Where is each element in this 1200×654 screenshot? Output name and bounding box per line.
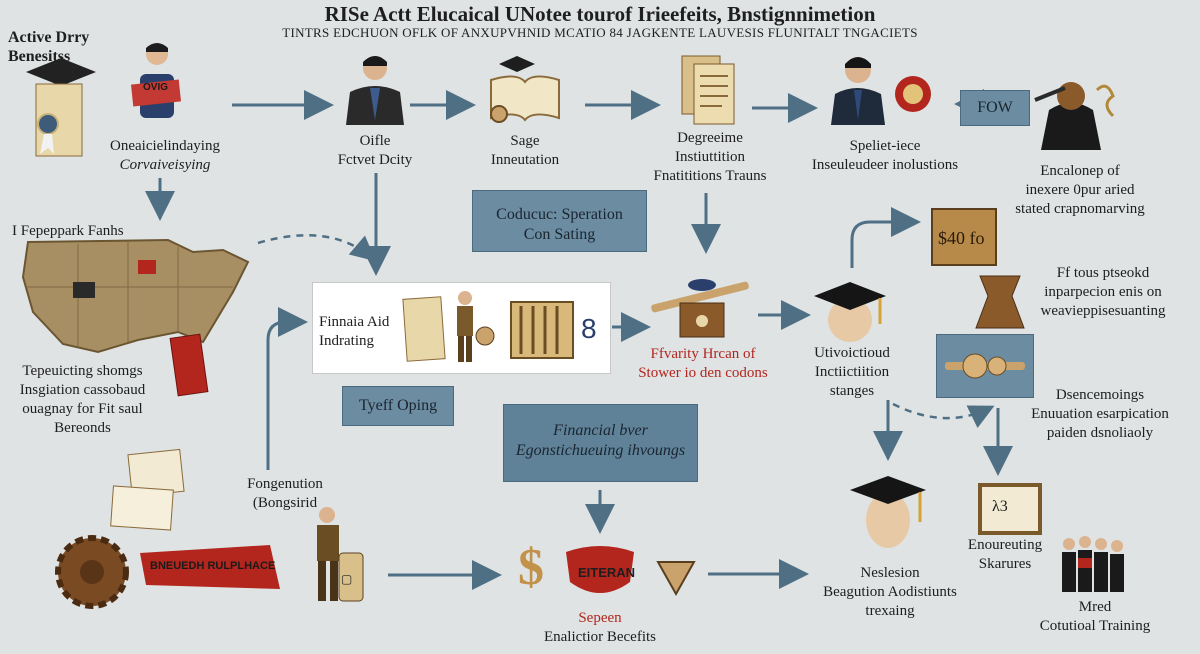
sign-text: OVIG xyxy=(143,82,169,93)
node-16-label: Mred Cotutioal Training xyxy=(1039,599,1151,634)
panel-illustration-icon xyxy=(402,291,574,362)
board-icon xyxy=(978,483,1042,535)
fow-box: FOW xyxy=(960,90,1030,126)
node-14-label: Neslesion Beagution Aodistiunts trexaing xyxy=(823,565,957,619)
node-3-label: Sage Inneutation xyxy=(490,133,560,168)
man-with-sign-icon xyxy=(130,43,182,118)
node-10-label: Ff tous ptseokd inparpecion enis on weav… xyxy=(1040,265,1166,319)
node-12-label: Fongenution (Bongsirid xyxy=(247,476,323,511)
diploma-icon xyxy=(26,58,96,157)
map-label: I Fepeppark Fanhs xyxy=(12,223,124,239)
box-operation: Coducuc: Speration Con Sating xyxy=(472,190,647,252)
dashed-arrow-1 xyxy=(257,234,376,262)
price-tag-icon xyxy=(931,208,997,266)
usa-map-icon xyxy=(21,238,250,354)
businessman-icon xyxy=(346,56,404,125)
bag-icon xyxy=(975,275,1025,329)
panel-label: Finnaia Aid Indrating xyxy=(319,314,390,349)
jar-text: ▢ xyxy=(341,572,353,586)
gear-icon xyxy=(55,535,129,609)
box-typing: Tyeff Oping xyxy=(342,386,454,426)
arrow-9 xyxy=(850,207,921,268)
tool-icon xyxy=(945,353,1025,379)
badge-icon xyxy=(656,561,696,597)
node-4-label: Degreeime Instiuttition Fnatititions Tra… xyxy=(653,130,767,184)
banner-text: BNEUEDH RULPLHACE xyxy=(150,560,276,572)
graduates-group-icon xyxy=(1062,536,1124,592)
papers-icon xyxy=(110,448,185,531)
box-financial: Financial bver Egonstichueuing ihvoungs xyxy=(503,404,698,482)
financial-aid-panel: Finnaia Aid Indrating 8 xyxy=(312,282,611,374)
node-5-label: Speliet-iece Inseuleudeer inolustions xyxy=(811,138,959,173)
node-1-label: Oneaicielindaying Corvaiveisying xyxy=(110,138,220,173)
node-15-label: Enoureuting Skarures xyxy=(967,537,1043,572)
panel-eight: 8 xyxy=(581,313,597,344)
hooded-figure-icon xyxy=(1034,82,1115,150)
book-cap-icon xyxy=(490,56,560,123)
board-text: λ3 xyxy=(992,498,1008,515)
node-9-label: Utivoictioud Inctiictiition stanges xyxy=(814,345,890,399)
node-8-label: Ffvarity Hrcan of Stower io den codons xyxy=(638,346,768,381)
red-booklet-icon xyxy=(169,333,209,397)
red-banner-icon xyxy=(140,545,280,589)
red-shield-icon xyxy=(566,546,634,593)
node-2-label: Oifle Fctvet Dcity xyxy=(337,133,413,168)
page-subtitle: TINTRS EDCHUON OFLK OF ANXUPVHNID MCATIO… xyxy=(282,25,918,40)
price-text: $40 fo xyxy=(938,228,985,248)
graduate-head-icon xyxy=(814,282,886,342)
blob-text: EITERAN xyxy=(578,565,636,580)
dashed-arrow-2 xyxy=(892,402,995,429)
official-medal-icon xyxy=(831,57,931,125)
node-13-label: Sepeen Enalictior Becefits xyxy=(543,610,657,645)
arrow-10 xyxy=(266,307,308,470)
documents-icon xyxy=(681,55,735,125)
node-6-label: Encalonep of inexere 0pur aried stated c… xyxy=(1015,163,1145,217)
node-11-label: Dsencemoings Enuuation esarpication paid… xyxy=(1031,387,1169,441)
dollar-icon: $ xyxy=(518,539,544,596)
page-title: RISe Actt Elucaical UNotee tourof Irieef… xyxy=(324,2,876,26)
tool-box xyxy=(936,334,1034,398)
worker-icon xyxy=(317,507,364,602)
graduate-head-2-icon xyxy=(850,476,926,548)
node-7-label: Tepeuicting shomgs Insgiation cassobaud … xyxy=(19,363,146,436)
wooden-apparatus-icon xyxy=(651,279,749,338)
